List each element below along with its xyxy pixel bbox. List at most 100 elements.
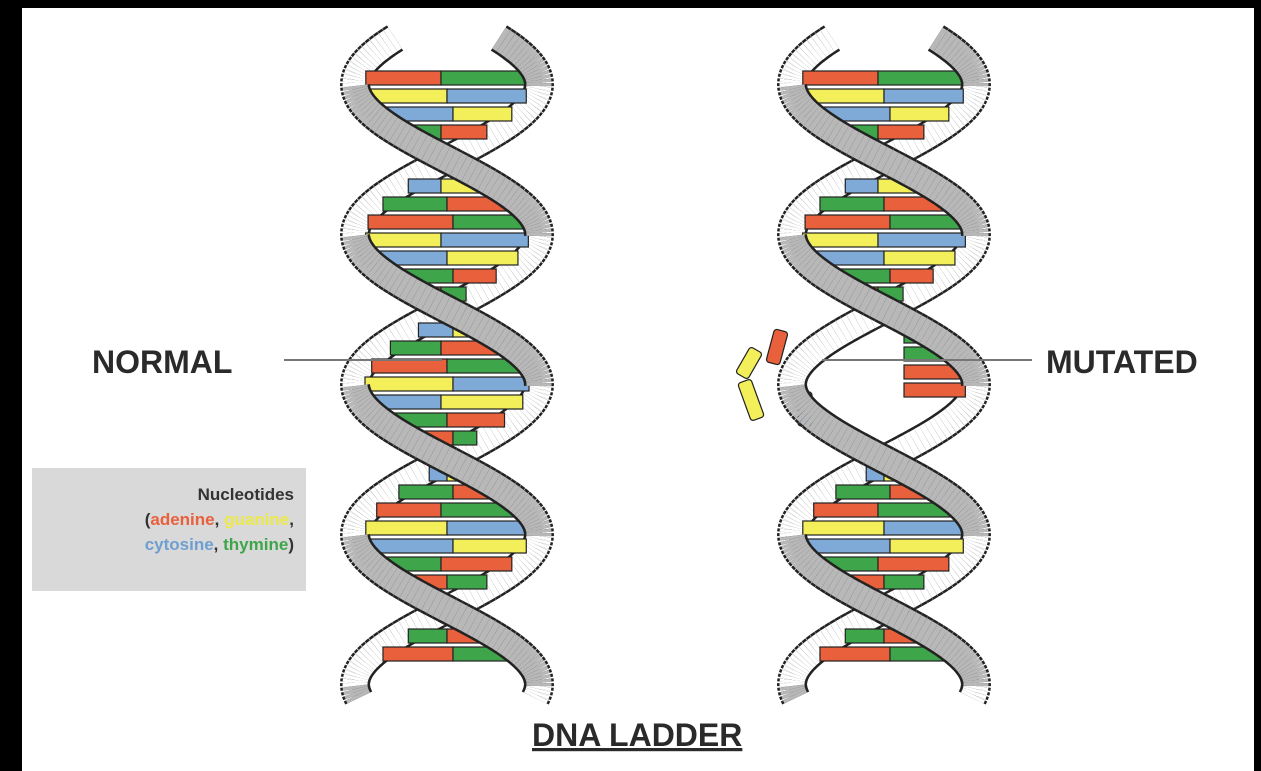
- strand-fill: [494, 635, 499, 638]
- strand-fill: [526, 107, 529, 110]
- strand-fill: [853, 143, 859, 146]
- strand-fill: [876, 305, 882, 308]
- strand-fill: [504, 491, 508, 494]
- strand-fill: [523, 260, 526, 263]
- strand-fill: [478, 476, 483, 479]
- loose-nucleotide: [738, 379, 765, 421]
- strand-fill: [489, 434, 494, 437]
- strand-fill: [837, 182, 842, 185]
- base-left: [368, 215, 453, 229]
- strand-fill: [411, 590, 416, 593]
- strand-fill: [800, 404, 802, 407]
- strand-fill: [793, 242, 794, 245]
- strand-fill: [815, 419, 819, 422]
- strand-fill: [968, 401, 970, 404]
- strand-fill: [378, 47, 382, 50]
- strand-fill: [520, 563, 523, 566]
- strand-fill: [792, 77, 793, 80]
- strand-fill: [974, 92, 975, 95]
- strand-fill: [444, 458, 450, 461]
- nucleotides-legend: Nucleotides (adenine, guanine, cytosine,…: [32, 468, 306, 591]
- strand-fill: [960, 260, 963, 263]
- strand-fill: [794, 695, 795, 698]
- strand-fill: [853, 173, 858, 176]
- strand-fill: [357, 695, 358, 698]
- strand-fill: [365, 59, 368, 62]
- strand-fill: [512, 119, 516, 122]
- strand-fill: [512, 347, 516, 350]
- strand-fill: [921, 479, 926, 482]
- strand-fill: [499, 38, 504, 41]
- strand-fill: [859, 596, 865, 599]
- strand-fill: [357, 671, 358, 674]
- strand-fill: [963, 509, 966, 512]
- strand-fill: [410, 476, 415, 479]
- strand-fill: [427, 599, 433, 602]
- strand-fill: [532, 65, 534, 68]
- strand-fill: [832, 185, 837, 188]
- strand-fill: [796, 518, 798, 521]
- strand-fill: [848, 140, 853, 143]
- strand-fill: [362, 662, 364, 665]
- strand-fill: [362, 62, 364, 65]
- strand-fill: [957, 53, 960, 56]
- base-left: [366, 233, 441, 247]
- strand-fill: [805, 260, 808, 263]
- strand-fill: [538, 377, 539, 380]
- strand-fill: [793, 524, 794, 527]
- strand-fill: [534, 218, 536, 221]
- strand-fill: [378, 269, 382, 272]
- strand-fill: [827, 638, 832, 641]
- strand-fill: [794, 221, 795, 224]
- strand-fill: [881, 308, 887, 311]
- strand-fill: [802, 59, 805, 62]
- strand-fill: [926, 182, 931, 185]
- strand-fill: [390, 38, 395, 41]
- strand-fill: [953, 116, 957, 119]
- strand-fill: [538, 239, 539, 242]
- base-right: [884, 251, 955, 265]
- strand-fill: [484, 479, 489, 482]
- strand-fill: [456, 614, 462, 617]
- strand-fill: [386, 575, 390, 578]
- strand-fill: [792, 539, 793, 542]
- strand-fill: [503, 275, 507, 278]
- strand-fill: [796, 218, 798, 221]
- base-left: [845, 629, 884, 643]
- strand-fill: [945, 644, 949, 647]
- strand-fill: [378, 569, 382, 572]
- strand-fill: [940, 425, 944, 428]
- strand-fill: [355, 77, 356, 80]
- strand-fill: [974, 224, 975, 227]
- strand-fill: [975, 89, 976, 92]
- strand-fill: [926, 482, 931, 485]
- strand-fill: [538, 227, 539, 230]
- loose-nucleotide: [766, 329, 788, 365]
- strand-fill: [537, 242, 538, 245]
- strand-fill: [433, 602, 439, 605]
- base-left: [408, 179, 441, 193]
- strand-fill: [467, 446, 473, 449]
- strand-fill: [532, 365, 534, 368]
- legend-guanine: guanine: [224, 510, 289, 529]
- strand-fill: [535, 695, 536, 698]
- strand-fill: [847, 476, 852, 479]
- strand-fill: [904, 170, 910, 173]
- strand-fill: [904, 470, 910, 473]
- strand-fill: [523, 560, 526, 563]
- strand-fill: [473, 473, 478, 476]
- strand-fill: [798, 251, 800, 254]
- strand-fill: [382, 494, 386, 497]
- strand-fill: [531, 251, 533, 254]
- strand-fill: [512, 569, 516, 572]
- strand-fill: [800, 104, 802, 107]
- strand-fill: [971, 518, 973, 521]
- strand-fill: [819, 44, 823, 47]
- strand-fill: [400, 182, 405, 185]
- strand-fill: [365, 407, 368, 410]
- strand-fill: [478, 440, 483, 443]
- strand-fill: [963, 107, 966, 110]
- strand-fill: [422, 446, 428, 449]
- strand-fill: [969, 65, 971, 68]
- strand-fill: [837, 632, 842, 635]
